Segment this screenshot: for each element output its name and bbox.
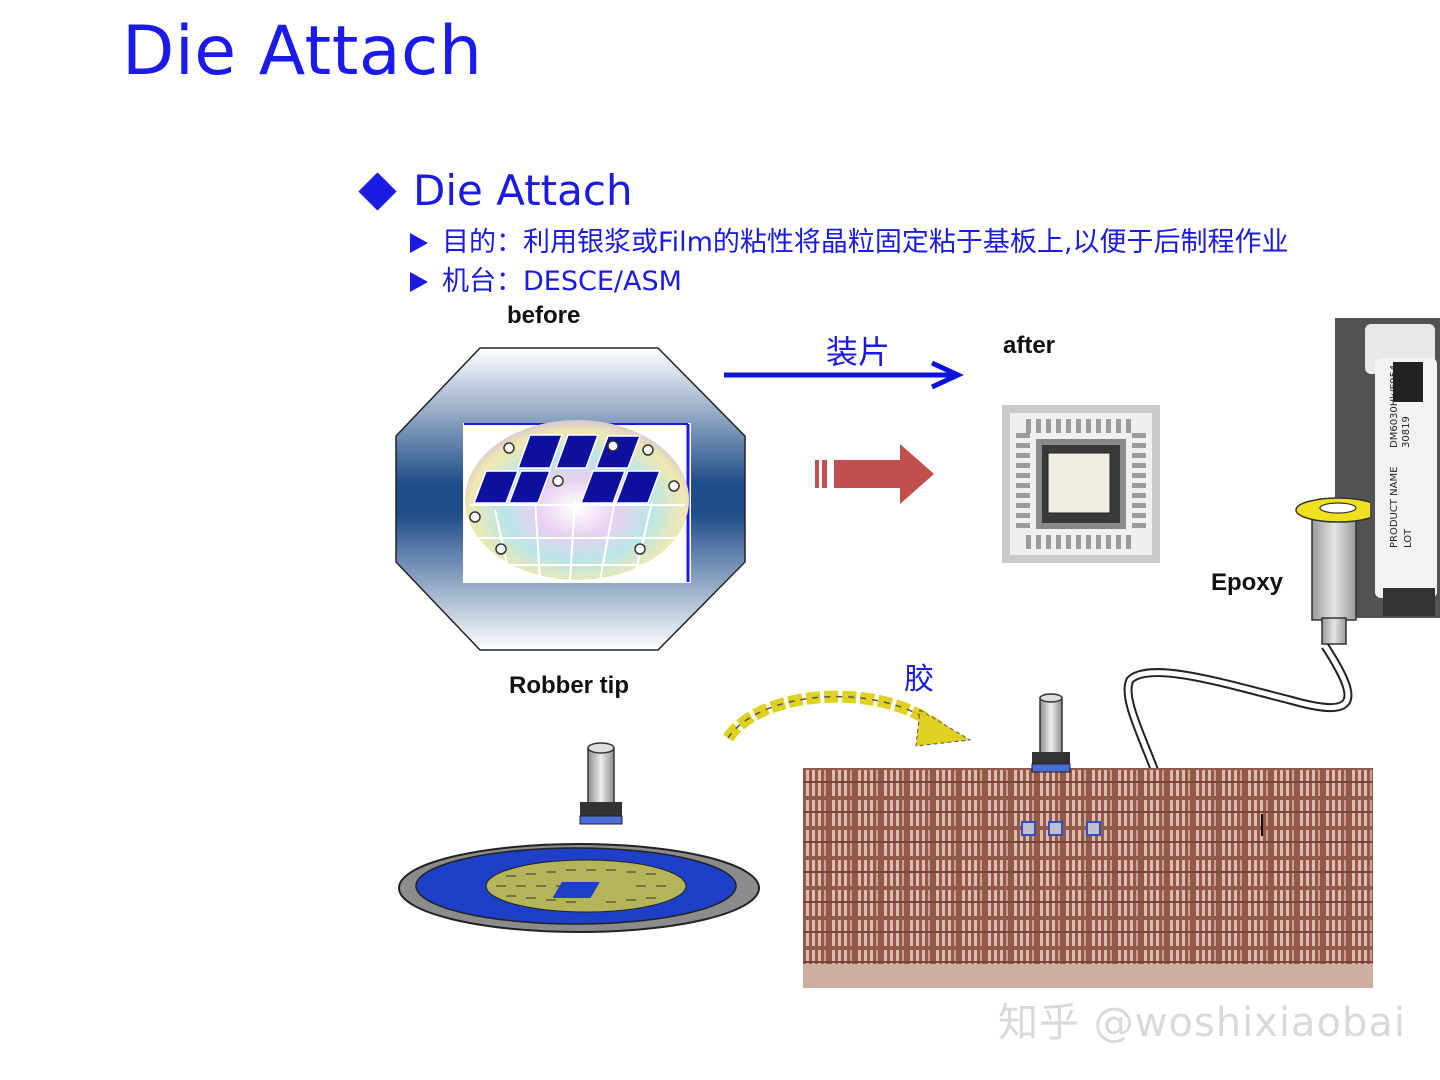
bullet-machine: 机台：DESCE/ASM	[410, 265, 682, 299]
attached-die	[1086, 821, 1101, 836]
top-leads	[1026, 419, 1131, 433]
wafer-frame-illustration	[395, 347, 746, 651]
syringe-label-text: LOT	[1403, 528, 1414, 548]
watermark: 知乎 @woshixiaobai	[998, 1000, 1406, 1046]
syringe-label-text: DM6030Hk/F954	[1389, 365, 1400, 448]
process-arrow-icon	[815, 444, 934, 504]
dispenser-barrel-icon	[1295, 497, 1370, 645]
wafer-on-chuck-illustration	[398, 843, 760, 933]
epoxy-label: Epoxy	[1211, 569, 1284, 596]
after-label: after	[1003, 332, 1056, 359]
bond-head-tool-icon	[1031, 693, 1071, 773]
substrate-strip-photo	[803, 768, 1373, 988]
attached-die	[1048, 821, 1063, 836]
attached-die	[1021, 821, 1036, 836]
bullet-purpose: 目的：利用银浆或Film的粘性将晶粒固定粘于基板上,以便于后制程作业	[410, 226, 1288, 260]
robber-tip-tool-icon	[579, 742, 623, 825]
before-label: before	[507, 302, 581, 329]
die-attach-arrow-label: 装片	[826, 333, 891, 371]
right-leads	[1132, 433, 1146, 528]
syringe-label-text: 30819	[1401, 416, 1412, 448]
left-leads	[1016, 433, 1030, 528]
bullet-machine-text: 机台：DESCE/ASM	[442, 266, 682, 297]
robber-tip-label: Robber tip	[509, 672, 629, 699]
die-squares	[472, 434, 662, 504]
slide-title: Die Attach	[122, 12, 483, 91]
arrow-bullet-icon	[410, 272, 428, 292]
arrow-bullet-icon	[410, 233, 428, 253]
section-heading: Die Attach	[358, 163, 633, 219]
glue-transfer-arrow-icon	[723, 690, 972, 747]
glue-label: 胶	[904, 662, 934, 697]
bottom-leads	[1026, 535, 1131, 549]
diamond-bullet-icon	[358, 171, 397, 211]
section-heading-text: Die Attach	[413, 166, 633, 215]
syringe-label-text: PRODUCT NAME	[1389, 467, 1400, 548]
bullet-purpose-text: 目的：利用银浆或Film的粘性将晶粒固定粘于基板上,以便于后制程作业	[442, 227, 1289, 258]
packaged-die-illustration	[1002, 405, 1160, 563]
die-attach-arrow-icon	[724, 360, 964, 390]
epoxy-syringe-photo: DM6030Hk/F954 30819 PRODUCT NAME LOT	[1335, 318, 1440, 618]
epoxy-tube-icon	[1123, 643, 1353, 802]
